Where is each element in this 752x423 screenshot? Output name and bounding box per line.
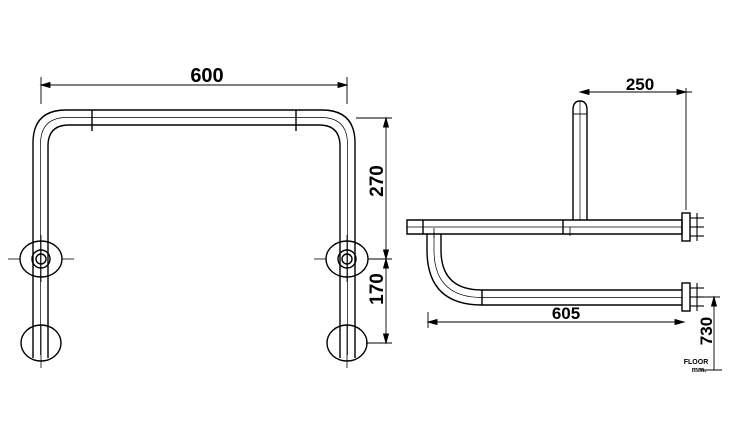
label-depth-250: 250: [626, 75, 654, 94]
wall-plate-bottom: [681, 282, 691, 312]
wall-flange-left-mid: [8, 235, 74, 282]
label-height-170: 170: [367, 273, 388, 305]
wall-bolts-top: [690, 213, 704, 241]
lower-curved-bar-inner: [440, 234, 682, 291]
dimension-width: [39, 77, 349, 104]
wall-flange-right-bottom: [326, 324, 368, 368]
label-height-270: 270: [367, 165, 388, 197]
label-floor-height-730: 730: [697, 317, 716, 345]
label-floor: FLOOR: [684, 359, 709, 366]
label-width-600: 600: [190, 65, 223, 87]
dimension-floor-height: [690, 295, 722, 371]
grab-bar-center-line: [40, 117, 348, 355]
label-floor-unit: mm.: [692, 367, 706, 374]
grab-bar-inner-contour: [47, 124, 341, 358]
label-depth-605: 605: [552, 304, 580, 323]
dimension-depth-bottom: [426, 312, 686, 328]
lower-curved-bar-outer: [426, 234, 682, 306]
front-view: [8, 77, 392, 368]
dimension-heights: [356, 116, 392, 345]
wall-flange-left-bottom: [20, 324, 62, 368]
lower-curved-bar-center: [433, 232, 682, 298]
dimension-depth-top: [578, 88, 692, 210]
side-view: [406, 88, 722, 371]
grab-bar-outer-contour: [32, 109, 356, 358]
wall-plate-top: [681, 212, 691, 242]
